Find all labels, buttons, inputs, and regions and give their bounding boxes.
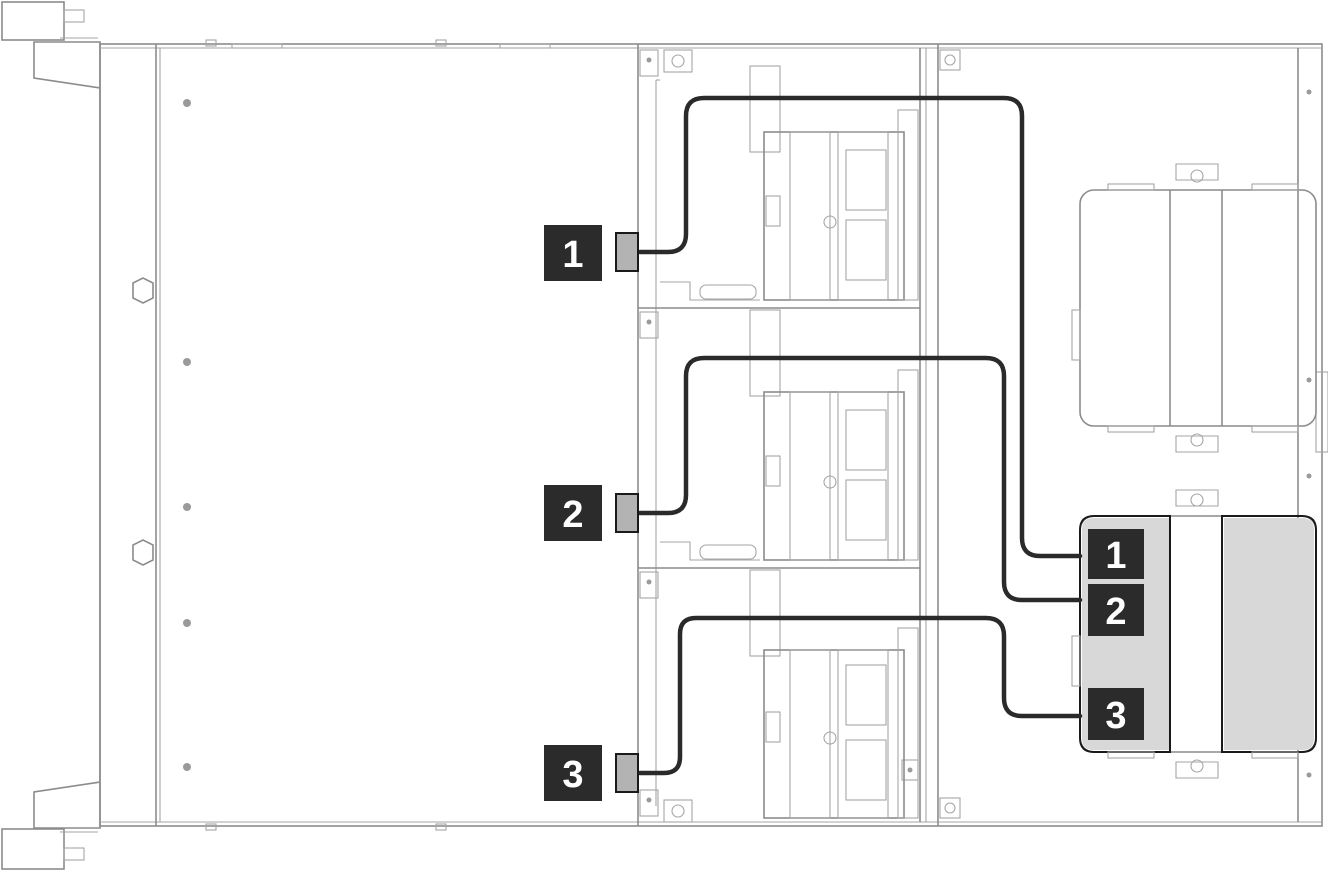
callout-left-3: 3 (544, 745, 602, 801)
fan-module-3 (749, 569, 919, 819)
fan-cage (637, 44, 961, 826)
fan-module-2 (660, 309, 919, 561)
connector-2 (615, 493, 639, 533)
callout-left-3-label: 3 (562, 754, 583, 796)
cable-1 (637, 95, 1083, 559)
rack-ear-bottom (1, 828, 65, 870)
cable-3 (637, 615, 1083, 776)
callout-right-2: 2 (1088, 584, 1144, 636)
callout-right-3: 3 (1088, 688, 1144, 740)
cables (637, 95, 1083, 776)
connector-1 (615, 232, 639, 272)
callout-right-1: 1 (1088, 529, 1144, 579)
callout-left-1: 1 (544, 225, 602, 281)
callout-left-2: 2 (544, 485, 602, 541)
callout-left-2-label: 2 (562, 494, 583, 536)
callout-right-2-label: 2 (1105, 591, 1126, 633)
callout-right-1-label: 1 (1105, 535, 1126, 577)
connector-3 (615, 753, 639, 793)
fan-module-1 (660, 65, 919, 301)
callout-left-1-label: 1 (562, 234, 583, 276)
cable-2 (637, 355, 1083, 603)
callout-right-3-label: 3 (1105, 695, 1126, 737)
rack-ear-top (1, 1, 65, 41)
